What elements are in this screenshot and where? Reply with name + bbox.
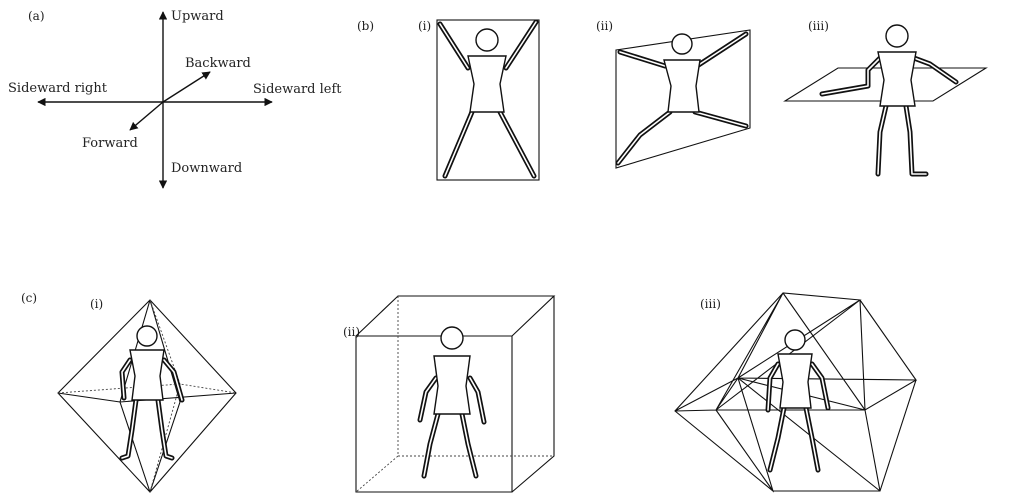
panel-c-i-label: (i) (90, 297, 103, 311)
tilted-plane (615, 29, 751, 169)
stick-figure (765, 329, 831, 473)
sideward-left-label: Sideward left (253, 82, 342, 97)
panel-c-label: (c) (21, 291, 37, 305)
sideward-right-label: Sideward right (8, 81, 108, 96)
stick-figure (615, 31, 749, 166)
panel-b-label: (b) (357, 19, 374, 33)
stick-figure (119, 325, 185, 461)
icosahedron-figure: (iii) (674, 292, 918, 493)
panel-c-iii-label: (iii) (700, 297, 721, 311)
stick-figure (417, 326, 487, 479)
forward-arrow (129, 101, 164, 131)
downward-label: Downward (171, 161, 242, 176)
panel-c: (c) (i) (ii) (21, 291, 918, 493)
backward-label: Backward (185, 56, 251, 71)
transverse-plane-figure: (iii) (783, 19, 988, 177)
frontal-plane-figure: (i) (418, 19, 540, 181)
panel-b-i-label: (i) (418, 19, 431, 33)
stick-figure (437, 19, 539, 179)
panel-a-label: (a) (28, 9, 45, 23)
panel-b-ii-label: (ii) (596, 19, 613, 33)
stick-figure (819, 24, 959, 177)
panel-a: (a) Upward Backward Sideward right Sidew… (8, 9, 342, 189)
cube-figure: (ii) (343, 295, 556, 493)
panel-b: (b) (i) (ii) (iii) (357, 19, 988, 181)
panel-c-ii-label: (ii) (343, 325, 360, 339)
upward-label: Upward (171, 9, 224, 24)
panel-b-iii-label: (iii) (808, 19, 829, 33)
frontal-plane (436, 19, 540, 181)
octahedron-figure: (i) (57, 297, 237, 493)
backward-arrow (162, 71, 211, 103)
tilted-plane-figure: (ii) (596, 19, 751, 169)
forward-label: Forward (82, 136, 138, 151)
